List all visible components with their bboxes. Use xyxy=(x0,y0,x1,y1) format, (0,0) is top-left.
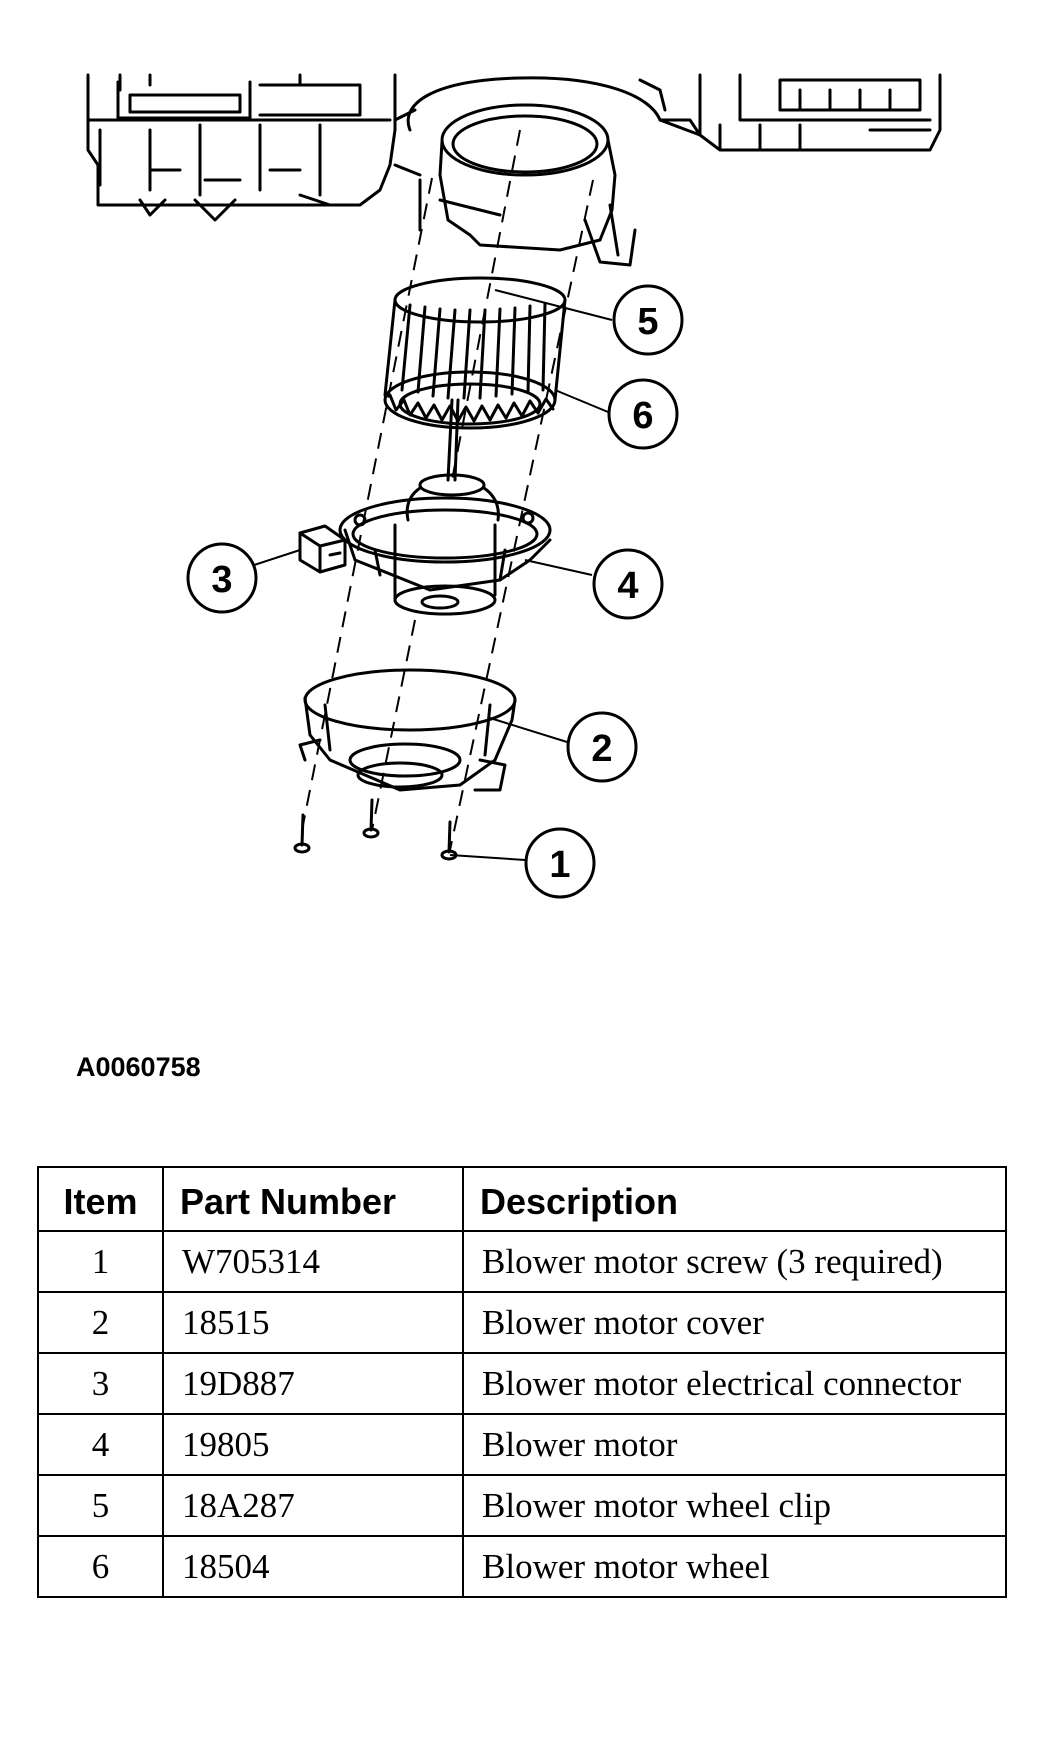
callout-3-label: 3 xyxy=(211,559,232,601)
cell-item: 3 xyxy=(37,1352,164,1415)
blower-motor xyxy=(338,398,552,616)
header-part-number: Part Number xyxy=(162,1166,464,1232)
cell-description: Blower motor electrical connector xyxy=(462,1352,1007,1415)
cell-part-number: 18A287 xyxy=(162,1474,464,1537)
table-row: 1 W705314 Blower motor screw (3 required… xyxy=(37,1230,1007,1293)
table-row: 5 18A287 Blower motor wheel clip xyxy=(37,1474,1007,1537)
cell-description: Blower motor wheel xyxy=(462,1535,1007,1598)
cell-item: 2 xyxy=(37,1291,164,1354)
callout-5-circle xyxy=(612,284,684,356)
cell-description: Blower motor xyxy=(462,1413,1007,1476)
callout-6-circle xyxy=(607,378,679,450)
parts-table: Item Part Number Description 1 W705314 B… xyxy=(37,1166,1007,1598)
electrical-connector xyxy=(298,524,347,574)
cell-description: Blower motor wheel clip xyxy=(462,1474,1007,1537)
blower-motor-wheel xyxy=(383,276,567,430)
callout-2-circle xyxy=(566,711,638,783)
exploded-view-diagram: 5 6 3 4 2 1 xyxy=(86,73,942,899)
cell-description: Blower motor cover xyxy=(462,1291,1007,1354)
blower-scroll-housing xyxy=(393,76,702,267)
cell-item: 6 xyxy=(37,1535,164,1598)
cell-description: Blower motor screw (3 required) xyxy=(462,1230,1007,1293)
table-row: 2 18515 Blower motor cover xyxy=(37,1291,1007,1354)
cell-item: 5 xyxy=(37,1474,164,1537)
callout-5-label: 5 xyxy=(637,301,658,343)
cell-part-number: 19D887 xyxy=(162,1352,464,1415)
cell-item: 1 xyxy=(37,1230,164,1293)
cell-part-number: 18504 xyxy=(162,1535,464,1598)
callout-4-circle xyxy=(592,548,664,620)
table-row: 4 19805 Blower motor xyxy=(37,1413,1007,1476)
table-row: 6 18504 Blower motor wheel xyxy=(37,1535,1007,1598)
callout-6-label: 6 xyxy=(632,395,653,437)
callout-1-label: 1 xyxy=(549,844,570,886)
header-item: Item xyxy=(37,1166,164,1232)
callout-1-circle xyxy=(524,827,596,899)
figure-id: A0060758 xyxy=(76,1052,201,1082)
table-row: 3 19D887 Blower motor electrical connect… xyxy=(37,1352,1007,1415)
table-header-row: Item Part Number Description xyxy=(37,1166,1007,1232)
callout-2-label: 2 xyxy=(591,728,612,770)
header-description: Description xyxy=(462,1166,1007,1232)
cell-part-number: 18515 xyxy=(162,1291,464,1354)
blower-motor-cover xyxy=(298,668,517,792)
assembly-centerlines xyxy=(299,129,594,851)
cell-part-number: W705314 xyxy=(162,1230,464,1293)
callout-3-circle xyxy=(186,542,258,614)
hvac-housing-right xyxy=(638,73,942,152)
hvac-housing-left xyxy=(86,73,397,222)
cell-part-number: 19805 xyxy=(162,1413,464,1476)
cell-item: 4 xyxy=(37,1413,164,1476)
callout-leaders xyxy=(229,289,613,861)
callout-4-label: 4 xyxy=(617,565,638,607)
